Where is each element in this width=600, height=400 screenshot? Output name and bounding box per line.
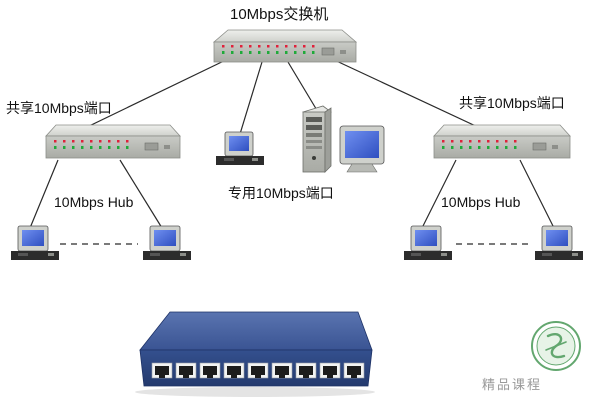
watermark-text: 精品课程 bbox=[482, 378, 543, 393]
ethernet-port bbox=[319, 362, 341, 379]
main-switch bbox=[212, 29, 358, 63]
server-icon bbox=[302, 105, 332, 173]
link-left-hub-to-pc2 bbox=[119, 159, 163, 229]
link-main-to-right-hub bbox=[329, 57, 481, 129]
right-hub-leds bbox=[442, 140, 517, 149]
dedicated-pc-icon bbox=[216, 131, 264, 165]
ethernet-port bbox=[271, 362, 293, 379]
ethernet-port bbox=[247, 362, 269, 379]
ethernet-ports bbox=[151, 362, 365, 379]
link-right-hub-to-pc1 bbox=[421, 159, 457, 229]
switch-photo bbox=[135, 311, 375, 397]
link-left-hub-to-pc1 bbox=[29, 159, 59, 229]
main-switch-label: 10Mbps交换机 bbox=[230, 6, 329, 23]
dedicated-port-label: 专用10Mbps端口 bbox=[228, 185, 334, 201]
link-main-to-server bbox=[287, 61, 319, 113]
ethernet-port bbox=[175, 362, 197, 379]
ethernet-port bbox=[151, 362, 173, 379]
ethernet-port bbox=[343, 362, 365, 379]
watermark-seal-icon bbox=[531, 321, 581, 371]
left-hub-leds bbox=[54, 140, 129, 149]
server-monitor-icon bbox=[339, 125, 385, 173]
main-switch-leds bbox=[222, 45, 315, 54]
link-main-to-left-hub bbox=[84, 57, 231, 129]
ethernet-port bbox=[295, 362, 317, 379]
link-right-hub-to-pc2 bbox=[519, 159, 555, 229]
shared-port-label-left: 共享10Mbps端口 bbox=[6, 100, 112, 116]
left-pc-2-icon bbox=[143, 225, 191, 260]
right-hub bbox=[433, 124, 571, 159]
link-main-to-dedicated-pc bbox=[239, 61, 263, 135]
hub-label-left: 10Mbps Hub bbox=[54, 194, 134, 210]
left-hub bbox=[45, 124, 181, 159]
connection-lines bbox=[29, 57, 555, 245]
hub-label-right: 10Mbps Hub bbox=[441, 194, 521, 210]
right-pc-1-icon bbox=[404, 225, 452, 260]
left-pc-1-icon bbox=[11, 225, 59, 260]
right-pc-2-icon bbox=[535, 225, 583, 260]
shared-port-label-right: 共享10Mbps端口 bbox=[459, 95, 565, 111]
ethernet-port bbox=[199, 362, 221, 379]
ethernet-port bbox=[223, 362, 245, 379]
